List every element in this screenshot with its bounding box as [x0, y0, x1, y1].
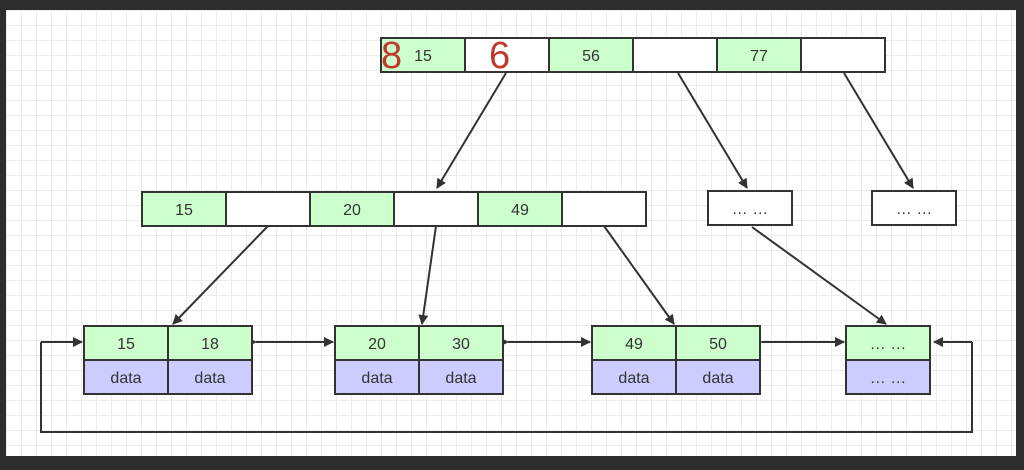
marker-8: 8 [381, 35, 402, 77]
leaf-4-data-1-label: … … [870, 370, 906, 387]
leaf-1-key-1-label: 15 [117, 336, 135, 353]
leaf-wraparound-link [40, 342, 973, 433]
connectors [40, 72, 973, 433]
internal-to-leaf-2-arrow [418, 225, 437, 325]
internal-cell-3: 20 [309, 191, 395, 227]
leaf-3-key-1-label: 49 [625, 336, 643, 353]
leaf-2-key-1: 20 [334, 325, 420, 361]
internal-cell-6 [561, 191, 647, 227]
marker-6: 6 [489, 35, 510, 77]
leaf-4-key-1-label: … … [870, 336, 906, 353]
internal-cell-1: 15 [141, 191, 227, 227]
leaf-4-key-1: … … [845, 325, 931, 361]
placeholder-node-1: … … [707, 190, 793, 226]
leaf-2-data-1-label: data [361, 370, 392, 387]
internal-cell-5: 49 [477, 191, 563, 227]
leaf-2-data-1: data [334, 359, 420, 395]
leaf-3-data-1: data [591, 359, 677, 395]
root-cell-5-label: 77 [750, 48, 768, 65]
leaf-node-3: 49 50 data data [591, 325, 761, 395]
root-cell-3: 56 [548, 37, 634, 73]
internal-cell-4 [393, 191, 479, 227]
leaf-1-data-2: data [167, 359, 253, 395]
root-to-placeholder-arrow-2 [843, 72, 914, 189]
root-node: 15 56 77 8 6 [380, 35, 886, 77]
leaf-1-key-2-label: 18 [201, 336, 219, 353]
root-cell-1-label: 15 [414, 48, 432, 65]
leaf-2-key-2: 30 [418, 325, 504, 361]
leaf-2-key-1-label: 20 [368, 336, 386, 353]
leaf-1-data-1: data [83, 359, 169, 395]
leaf-1-key-2: 18 [167, 325, 253, 361]
leaf-3-data-2-label: data [702, 370, 733, 387]
root-cell-3-label: 56 [582, 48, 600, 65]
leaf-node-4: … … … … [845, 325, 931, 395]
internal-cell-2 [225, 191, 311, 227]
leaf-node-2: 20 30 data data [334, 325, 504, 395]
internal-cell-3-label: 20 [343, 202, 361, 219]
leaf-1-key-1: 15 [83, 325, 169, 361]
placeholder-to-leaf-4-arrow [751, 226, 887, 325]
leaf-3-key-2: 50 [675, 325, 761, 361]
leaf-3-data-2: data [675, 359, 761, 395]
root-cell-5: 77 [716, 37, 802, 73]
leaf-3-key-1: 49 [591, 325, 677, 361]
root-to-internal-arrow [436, 72, 507, 189]
leaf-2-data-2: data [418, 359, 504, 395]
root-cell-4 [632, 37, 718, 73]
root-to-placeholder-arrow [677, 72, 748, 189]
leaf-1-data-2-label: data [194, 370, 225, 387]
root-node-cells: 15 56 77 [380, 37, 886, 73]
placeholder-node-1-label: … … [732, 201, 768, 218]
internal-to-leaf-3-arrow [603, 225, 675, 325]
internal-cell-5-label: 49 [511, 202, 529, 219]
leaf-1-data-1-label: data [110, 370, 141, 387]
internal-node: 15 20 49 [141, 191, 647, 227]
placeholder-node-2-label: … … [896, 201, 932, 218]
internal-cell-1-label: 15 [175, 202, 193, 219]
leaf-4-data-1: … … [845, 359, 931, 395]
leaf-2-key-2-label: 30 [452, 336, 470, 353]
placeholder-node-2: … … [871, 190, 957, 226]
leaf-3-key-2-label: 50 [709, 336, 727, 353]
internal-node-cells: 15 20 49 [141, 191, 647, 227]
root-cell-2 [464, 37, 550, 73]
leaf-node-1: 15 18 data data [83, 325, 253, 395]
internal-to-leaf-1-arrow [172, 225, 269, 325]
leaf-3-data-1-label: data [618, 370, 649, 387]
leaf-2-data-2-label: data [445, 370, 476, 387]
root-cell-6 [800, 37, 886, 73]
